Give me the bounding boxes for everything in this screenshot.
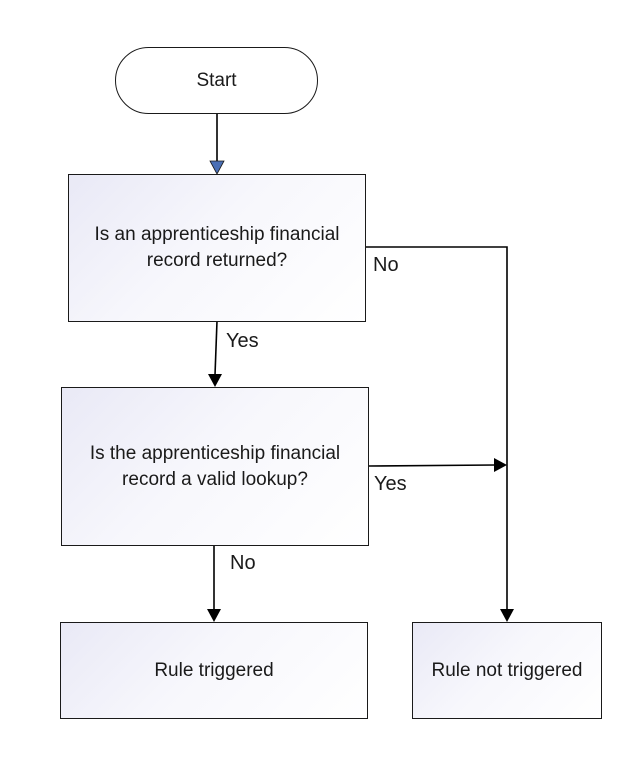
- arrowhead-q1-no-to-not-triggered: [500, 609, 514, 622]
- outcome-rule-not-triggered: Rule not triggered: [412, 622, 602, 719]
- connector-q2-yes-to-junction: [368, 464, 496, 467]
- arrowhead-q2-no-to-triggered: [207, 609, 221, 622]
- decision-text-line-2: record a valid lookup?: [122, 468, 308, 490]
- start-node: Start: [115, 47, 318, 114]
- decision-text: Is an apprenticeship financial record re…: [94, 222, 339, 273]
- decision-valid-lookup: Is the apprenticeship financial record a…: [61, 387, 369, 546]
- outcome-label: Rule not triggered: [431, 659, 583, 681]
- connector-q1-no-to-not-triggered: [366, 246, 508, 610]
- edge-label-q1-no: No: [373, 254, 399, 276]
- arrowhead-start-to-q1: [209, 160, 225, 175]
- start-label: Start: [196, 69, 237, 91]
- edge-label-q2-no: No: [230, 552, 256, 574]
- decision-financial-record-returned: Is an apprenticeship financial record re…: [68, 174, 366, 322]
- edge-label-q2-yes: Yes: [374, 473, 407, 495]
- edge-label-q1-yes: Yes: [226, 330, 259, 352]
- arrowhead-q2-yes-to-junction: [494, 458, 507, 472]
- decision-text: Is the apprenticeship financial record a…: [90, 441, 340, 492]
- decision-text-line-1: Is an apprenticeship financial: [94, 224, 340, 246]
- outcome-rule-triggered: Rule triggered: [60, 622, 368, 719]
- connector-q1-yes-to-q2: [214, 320, 218, 376]
- decision-text-line-1: Is the apprenticeship financial: [89, 442, 341, 464]
- outcome-label: Rule triggered: [154, 659, 274, 681]
- decision-text-line-2: record returned?: [146, 250, 288, 271]
- arrowhead-q1-yes-to-q2: [208, 374, 222, 387]
